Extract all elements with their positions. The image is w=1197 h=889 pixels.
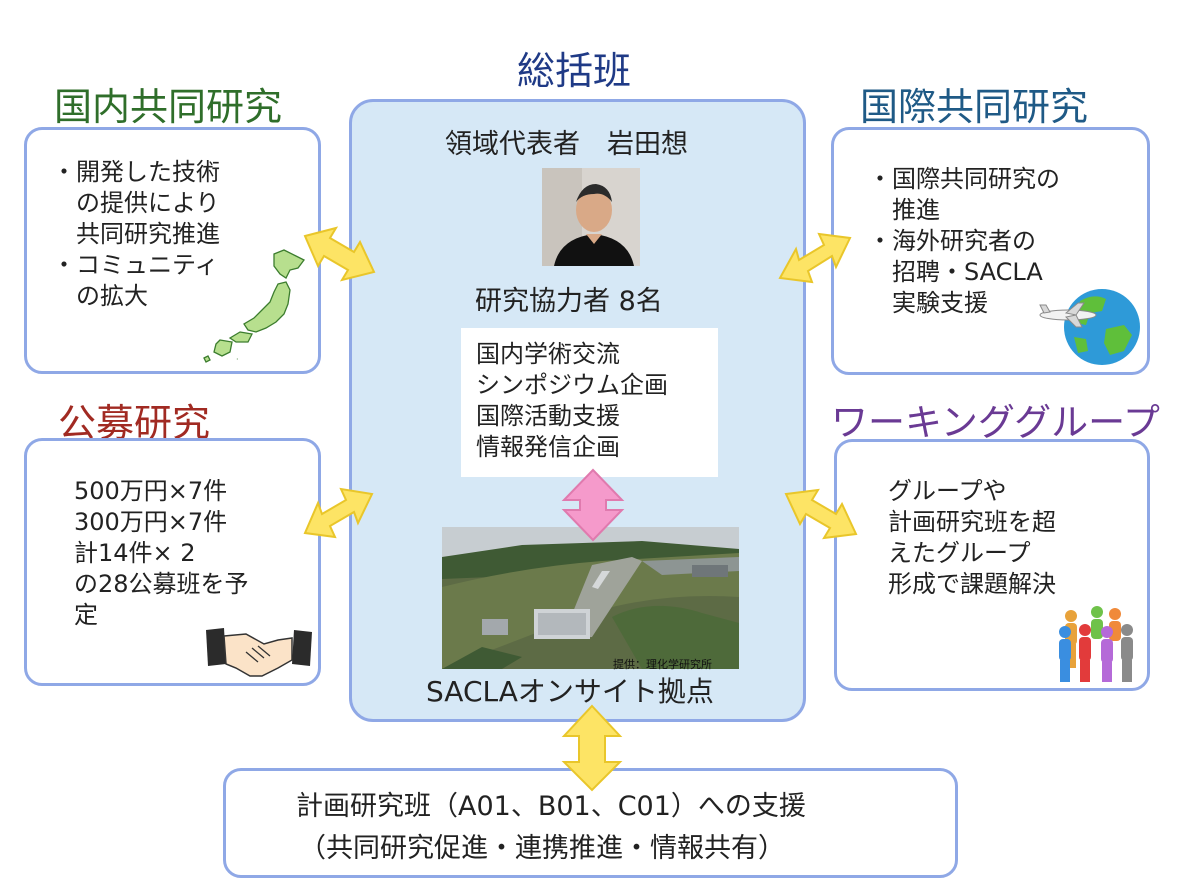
leader-photo (542, 168, 640, 266)
leader-label: 領域代表者 岩田想 (445, 129, 688, 160)
working-group-line: グループや (888, 477, 1007, 505)
public-line: 500万円×7件 (74, 477, 228, 505)
international-text: ・国際共同研究の 推進 ・海外研究者の 招聘・SACLA 実験支援 (868, 164, 1060, 319)
support-line-2: （共同研究促進・連携推進・情報共有） (299, 833, 785, 864)
activities-box (461, 328, 718, 477)
center-title: 総括班 (517, 49, 632, 93)
domestic-text: ・開発した技術 の提供により 共同研究推進 ・コミュニティ の拡大 (52, 157, 220, 312)
working-group-line: 計画研究班を超 (888, 508, 1056, 536)
international-line: 推進 (868, 196, 940, 224)
domestic-title: 国内共同研究 (54, 85, 283, 129)
international-title: 国際共同研究 (860, 85, 1089, 129)
domestic-line: ・コミュニティ (52, 251, 219, 279)
working-group-line: えたグループ (888, 539, 1031, 567)
public-text: 500万円×7件 300万円×7件 計14件× 2 の28公募班を予 定 (74, 476, 249, 631)
international-link-arrow (778, 232, 852, 284)
svg-text:·: · (236, 355, 239, 364)
bottom-link-arrow (561, 704, 623, 792)
domestic-link-arrow (303, 226, 376, 282)
site-link-arrow (561, 468, 625, 542)
working-group-text: グループや 計画研究班を超 えたグループ 形成で課題解決 (888, 476, 1056, 600)
sacla-aerial-photo (442, 527, 739, 669)
activity-item: 国際活動支援 (476, 402, 620, 430)
international-line: 招聘・SACLA (868, 258, 1043, 286)
domestic-line: 共同研究推進 (52, 220, 220, 248)
public-link-arrow (303, 487, 374, 539)
public-line: 300万円×7件 (74, 508, 228, 536)
working-group-link-arrow (784, 488, 858, 540)
working-group-title: ワーキンググループ (831, 401, 1160, 444)
public-line: 計14件× 2 (74, 539, 196, 567)
domestic-box (24, 127, 321, 374)
photo-credit: 提供：理化学研究所 (613, 658, 712, 671)
working-group-line: 形成で課題解決 (888, 570, 1056, 598)
activity-item: 国内学術交流 (476, 340, 620, 368)
support-line-1: 計画研究班（A01、B01、C01）への支援 (296, 791, 806, 822)
activity-item: シンポジウム企画 (476, 371, 668, 399)
international-line: ・国際共同研究の (868, 165, 1060, 193)
activities-text: 国内学術交流 シンポジウム企画 国際活動支援 情報発信企画 (476, 339, 668, 463)
globe-airplane-icon (1039, 289, 1140, 365)
domestic-line: の拡大 (52, 282, 148, 310)
international-line: 実験支援 (868, 289, 988, 317)
working-group-box (834, 439, 1150, 691)
public-line: 定 (74, 601, 98, 629)
activity-item: 情報発信企画 (476, 433, 620, 461)
sacla-site-label: SACLAオンサイト拠点 (426, 675, 714, 708)
public-line: の28公募班を予 (74, 570, 249, 598)
domestic-line: の提供により (52, 189, 220, 217)
domestic-line: ・開発した技術 (52, 158, 220, 186)
people-group-icon (1059, 606, 1133, 682)
collaborators-label: 研究協力者 8名 (475, 286, 663, 317)
handshake-icon (206, 628, 312, 677)
public-title: 公募研究 (58, 401, 211, 445)
international-line: ・海外研究者の (868, 227, 1036, 255)
japan-map-icon: · (203, 249, 305, 364)
